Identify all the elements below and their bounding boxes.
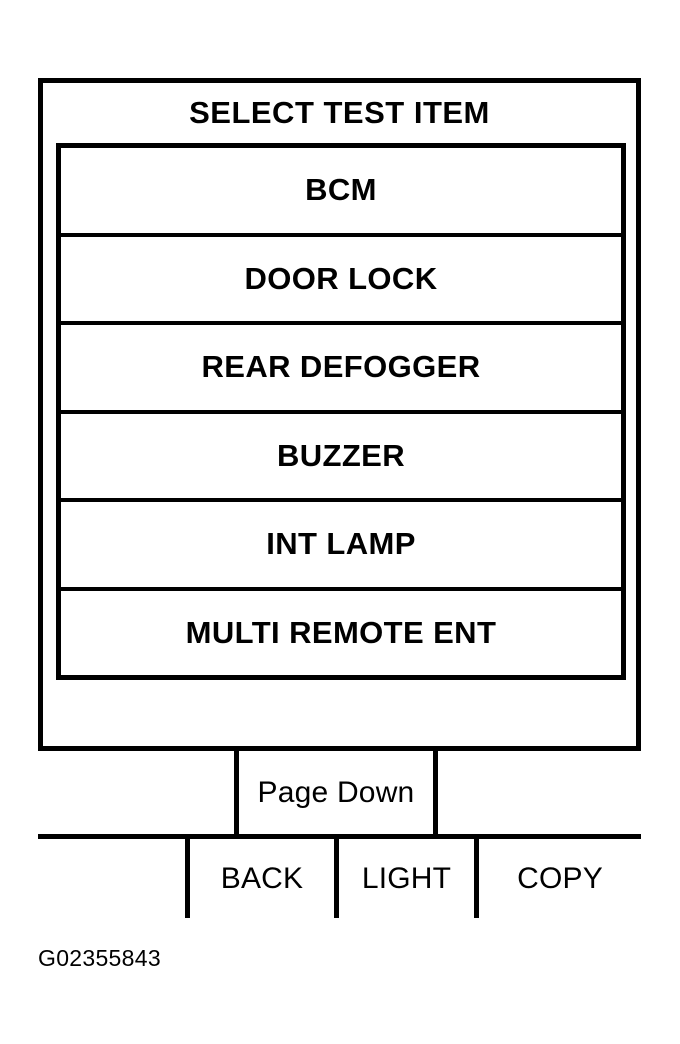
softkey-label: BACK: [220, 861, 304, 895]
softkey-row-actions: BACK LIGHT COPY: [38, 834, 641, 918]
softkey-row-paging: Page Down: [38, 746, 641, 834]
figure-caption: G02355843: [38, 945, 161, 971]
softkey-blank-action: [38, 839, 190, 918]
menu-item-label: BUZZER: [276, 437, 406, 473]
menu-item-rear-defogger[interactable]: REAR DEFOGGER: [61, 325, 621, 414]
softkey-label: COPY: [517, 861, 603, 895]
page-down-button[interactable]: Page Down: [239, 751, 438, 834]
back-button[interactable]: BACK: [190, 839, 339, 918]
light-button[interactable]: LIGHT: [339, 839, 479, 918]
screen-title: SELECT TEST ITEM: [189, 95, 490, 130]
scan-tool-device-frame: SELECT TEST ITEM BCM DOOR LOCK REAR DEFO…: [38, 78, 641, 918]
softkey-panel: Page Down BACK LIGHT COPY: [38, 746, 641, 918]
softkey-blank-right: [438, 751, 641, 834]
menu-item-multi-remote-ent[interactable]: MULTI REMOTE ENT: [61, 590, 621, 675]
menu-item-door-lock[interactable]: DOOR LOCK: [61, 236, 621, 325]
menu-item-label: BCM: [305, 172, 377, 208]
softkey-label: LIGHT: [361, 861, 452, 895]
menu-item-label: MULTI REMOTE ENT: [185, 614, 497, 650]
copy-button[interactable]: COPY: [479, 839, 641, 918]
menu-item-label: DOOR LOCK: [244, 260, 438, 296]
test-item-menu-list: BCM DOOR LOCK REAR DEFOGGER BUZZER INT L…: [56, 143, 626, 680]
menu-item-bcm[interactable]: BCM: [61, 148, 621, 237]
menu-item-label: INT LAMP: [266, 526, 416, 562]
softkey-blank-left: [38, 751, 239, 834]
softkey-label: Page Down: [257, 775, 415, 809]
menu-item-label: REAR DEFOGGER: [201, 349, 481, 385]
menu-item-int-lamp[interactable]: INT LAMP: [61, 502, 621, 591]
menu-item-buzzer[interactable]: BUZZER: [61, 413, 621, 502]
